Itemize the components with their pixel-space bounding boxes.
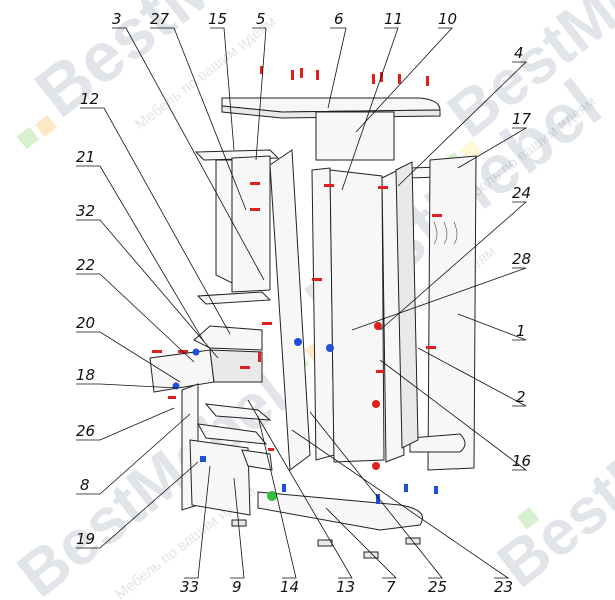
- callout-32: 32: [76, 202, 95, 220]
- callout-28: 28: [512, 250, 531, 268]
- part-lower-cabinet-front: [189, 439, 251, 516]
- part-hooks: [433, 221, 458, 245]
- part-back-panel: [315, 111, 395, 161]
- watermark-brand: BestMebel: [484, 347, 615, 600]
- part-shelf-mid: [196, 291, 272, 305]
- callout-22: 22: [76, 256, 95, 274]
- part-shelf-low-right: [409, 433, 466, 453]
- callout-16: 16: [512, 452, 531, 470]
- callout-4: 4: [514, 44, 524, 62]
- callout-2: 2: [516, 388, 526, 406]
- callout-27: 27: [150, 10, 170, 28]
- callout-33: 33: [180, 578, 199, 596]
- callout-26: 26: [76, 422, 95, 440]
- leader-lines: [76, 27, 528, 579]
- callout-23: 23: [494, 578, 513, 596]
- callout-labels: 3 27 15 5 6 11 10 4 17 24 12 21 32 28 22…: [76, 10, 532, 596]
- callout-15: 15: [208, 10, 227, 28]
- callout-20: 20: [76, 314, 95, 332]
- part-foot: [363, 551, 379, 559]
- callout-21: 21: [76, 148, 95, 166]
- part-back-tall: [231, 155, 271, 293]
- callout-17: 17: [512, 110, 532, 128]
- callout-3: 3: [112, 10, 122, 28]
- callout-18: 18: [76, 366, 95, 384]
- fastener-green: [267, 491, 277, 501]
- part-drawer-box-upper: [193, 325, 263, 351]
- part-right-panel: [427, 155, 477, 471]
- callout-25: 25: [428, 578, 447, 596]
- part-base-plinth: [257, 491, 423, 531]
- callout-7: 7: [386, 578, 396, 596]
- callout-6: 6: [334, 10, 344, 28]
- part-tall-front: [269, 149, 311, 471]
- callout-11: 11: [384, 10, 403, 28]
- callout-9: 9: [232, 578, 242, 596]
- callout-1: 1: [516, 322, 526, 340]
- part-door: [329, 169, 385, 463]
- callout-10: 10: [438, 10, 457, 28]
- callout-12: 12: [80, 90, 99, 108]
- part-lower-drawer: [241, 449, 273, 471]
- part-drawer-box-front: [149, 349, 215, 393]
- callout-14: 14: [280, 578, 299, 596]
- callout-8: 8: [80, 476, 90, 494]
- fasteners: [152, 66, 442, 504]
- part-lower-drawer: [204, 403, 272, 421]
- callout-24: 24: [512, 184, 531, 202]
- furniture-parts: [149, 97, 477, 559]
- callout-5: 5: [256, 10, 266, 28]
- callout-13: 13: [336, 578, 355, 596]
- callout-19: 19: [76, 530, 95, 548]
- part-lower-drawer: [197, 423, 268, 445]
